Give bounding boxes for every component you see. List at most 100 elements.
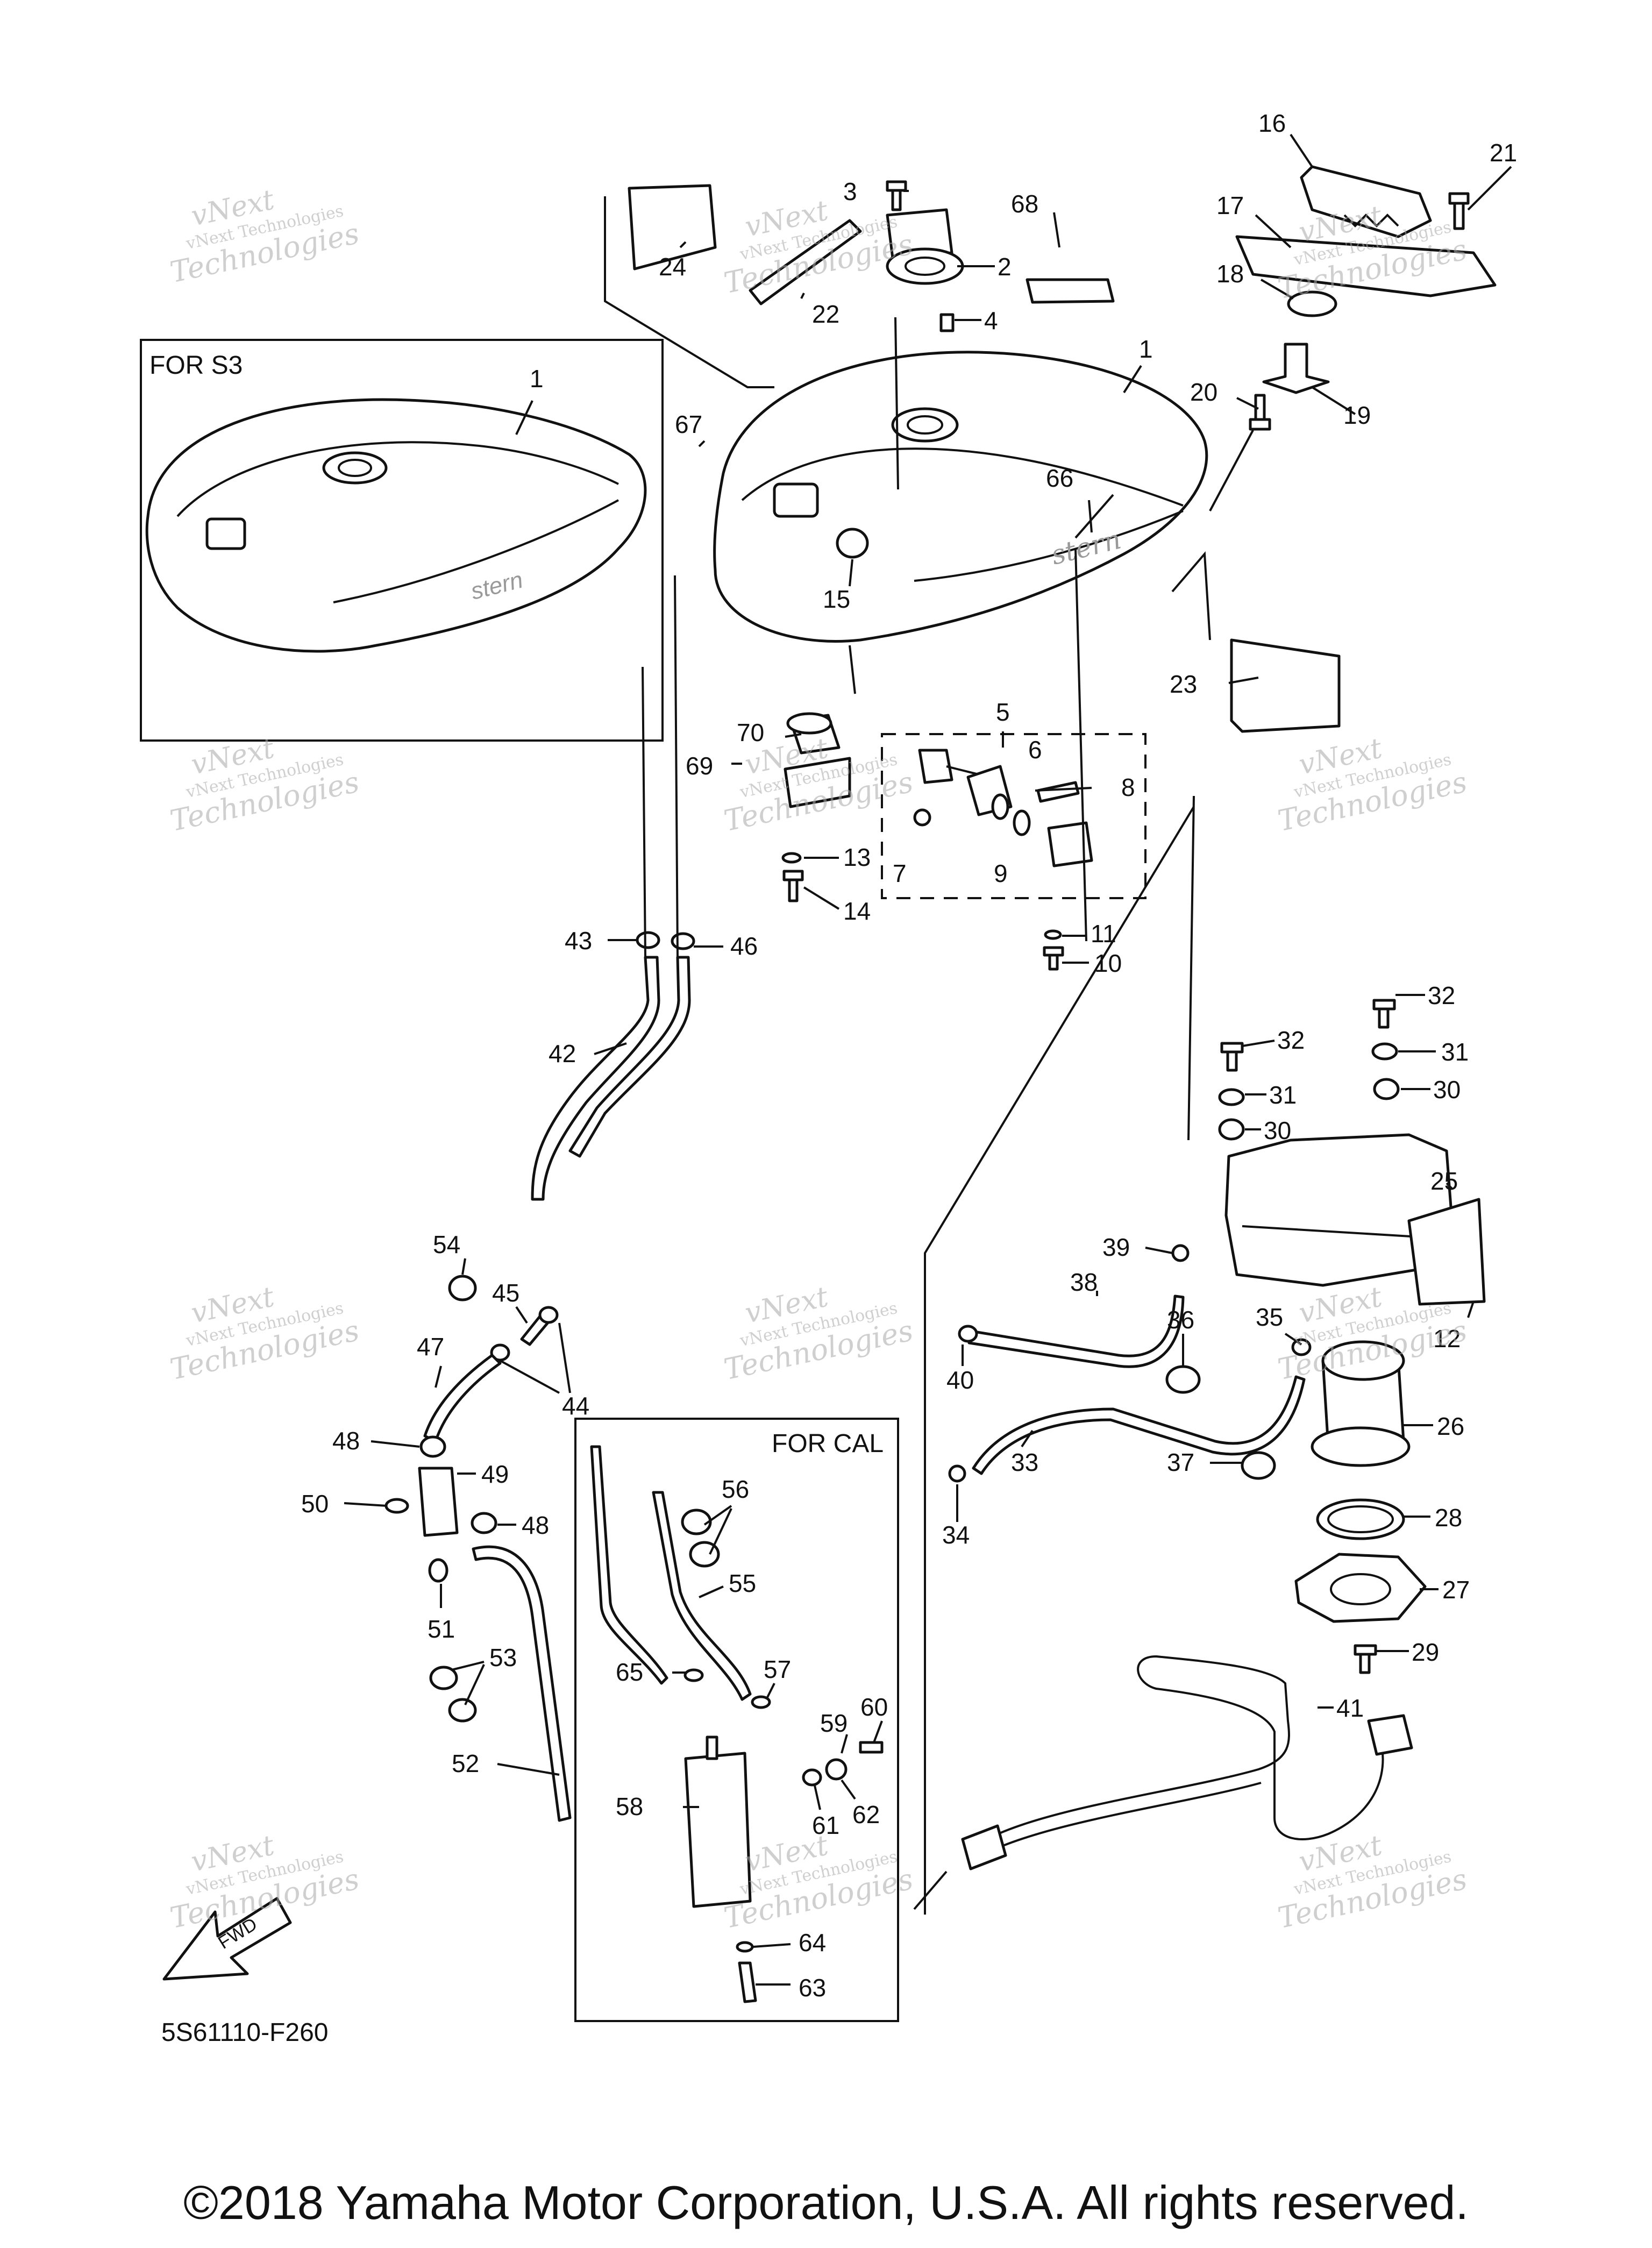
callout-36: 36 — [1167, 1306, 1194, 1334]
watermark-4: vNext vNext Technologies Technologies — [167, 732, 362, 838]
clamp-53a — [429, 1666, 458, 1690]
clamp-36 — [1165, 1365, 1201, 1394]
hose-47 — [423, 1354, 502, 1443]
guide-lines — [604, 196, 1254, 1915]
pad-23 — [1230, 638, 1341, 733]
callout-2: 2 — [998, 253, 1012, 281]
clamp-53b — [448, 1698, 477, 1723]
callout-57: 57 — [764, 1655, 791, 1683]
callout-11: 11 — [1091, 920, 1116, 948]
filter-49 — [418, 1467, 459, 1537]
clamp-37 — [1241, 1451, 1276, 1480]
strip-22 — [749, 219, 862, 305]
plate-27 — [1294, 1553, 1427, 1623]
callout-14: 14 — [843, 897, 871, 925]
fuel-pump-26 — [1311, 1340, 1411, 1467]
for-s3-label: FOR S3 — [149, 351, 243, 380]
clamp-48a — [419, 1435, 446, 1458]
callout-42: 42 — [549, 1040, 576, 1068]
callout-53: 53 — [489, 1644, 517, 1671]
cap-40 — [958, 1325, 978, 1343]
callout-13: 13 — [843, 843, 871, 871]
callout-6: 6 — [1028, 736, 1042, 764]
callout-15: 15 — [823, 585, 850, 613]
cushion-15 — [836, 528, 869, 559]
callout-29: 29 — [1412, 1638, 1439, 1666]
cap-34 — [948, 1464, 966, 1483]
clamp-43 — [636, 931, 660, 949]
watermark-8: vNext vNext Technologies Technologies — [721, 1281, 916, 1387]
callout-4: 4 — [984, 307, 998, 335]
bracket-16 — [1300, 165, 1432, 238]
clamp-44a — [490, 1343, 510, 1362]
cap-bolt-3 — [886, 180, 907, 211]
clip-35 — [1291, 1338, 1312, 1356]
washer-11 — [1044, 929, 1062, 940]
callout-70: 70 — [737, 718, 764, 746]
callout-49: 49 — [481, 1460, 509, 1488]
callout-69: 69 — [686, 752, 713, 780]
callout-65: 65 — [616, 1658, 643, 1686]
hose-52 — [472, 1545, 572, 1822]
clamp-44b — [538, 1306, 559, 1324]
callout-41: 41 — [1336, 1694, 1364, 1722]
callout-10: 10 — [1094, 949, 1122, 977]
bolt-21 — [1448, 192, 1470, 230]
callout-43: 43 — [565, 927, 592, 955]
watermark-7: vNext vNext Technologies Technologies — [167, 1281, 362, 1387]
callout-24: 24 — [659, 253, 686, 281]
callout-22: 22 — [812, 300, 839, 328]
callout-59: 59 — [820, 1709, 848, 1737]
harness-41 — [961, 1655, 1413, 1870]
callout-1-s3: 1 — [530, 365, 544, 393]
callout-8: 8 — [1121, 773, 1135, 801]
callout-45: 45 — [492, 1279, 519, 1307]
callout-31a: 31 — [1269, 1081, 1297, 1109]
hose-42b — [568, 956, 691, 1158]
callout-32a: 32 — [1277, 1026, 1305, 1054]
callout-62: 62 — [852, 1801, 880, 1829]
callout-21: 21 — [1490, 139, 1517, 167]
callout-23: 23 — [1170, 670, 1197, 698]
callout-35: 35 — [1256, 1303, 1283, 1331]
callout-55: 55 — [729, 1569, 756, 1597]
callout-19: 19 — [1343, 401, 1371, 429]
callout-5: 5 — [996, 698, 1010, 726]
hose-42 — [531, 956, 660, 1201]
collar-19 — [1262, 343, 1330, 394]
callout-1: 1 — [1139, 335, 1153, 363]
callout-56: 56 — [722, 1475, 749, 1503]
callout-63: 63 — [799, 1974, 826, 2002]
callout-54: 54 — [433, 1230, 460, 1258]
bolts-32 — [1220, 999, 1396, 1072]
callout-51: 51 — [428, 1615, 455, 1643]
callout-48b: 48 — [522, 1511, 549, 1539]
callout-66: 66 — [1046, 464, 1073, 492]
callout-7: 7 — [893, 859, 907, 887]
watermark-1: vNext vNext Technologies Technologies — [167, 184, 362, 290]
clip-39 — [1171, 1244, 1190, 1262]
callout-31b: 31 — [1441, 1038, 1469, 1066]
callout-40: 40 — [946, 1366, 974, 1394]
callout-20: 20 — [1190, 378, 1217, 406]
callout-44: 44 — [562, 1392, 589, 1420]
fuel-cock-parts — [913, 749, 1093, 867]
callout-37: 37 — [1167, 1448, 1194, 1476]
callout-27: 27 — [1442, 1576, 1470, 1604]
callout-26: 26 — [1437, 1412, 1464, 1440]
callout-34: 34 — [942, 1521, 970, 1549]
strip-68 — [1026, 278, 1115, 304]
pad-24 — [628, 184, 717, 271]
callout-47: 47 — [417, 1333, 444, 1361]
bolt-14 — [782, 870, 804, 902]
callout-16: 16 — [1258, 109, 1286, 137]
washer-13 — [781, 852, 802, 864]
callout-67: 67 — [675, 410, 702, 438]
fitting-50 — [384, 1498, 409, 1514]
bolt-29 — [1354, 1644, 1377, 1674]
for-s3-inset: FOR S3 stern — [140, 339, 664, 742]
for-cal-inset: FOR CAL — [574, 1418, 899, 2022]
bolt-10 — [1043, 946, 1064, 971]
diagram-code: 5S61110-F260 — [161, 2018, 329, 2047]
